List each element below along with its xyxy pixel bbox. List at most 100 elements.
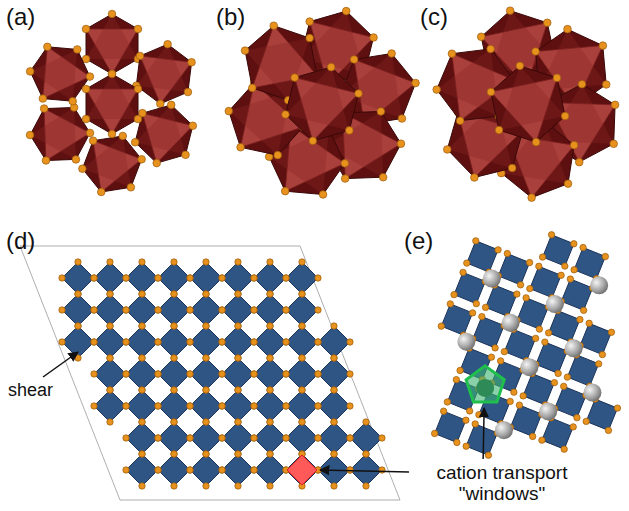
oxygen-atom bbox=[251, 435, 257, 441]
oxygen-atom bbox=[139, 323, 145, 329]
oxygen-atom bbox=[431, 430, 437, 436]
oxygen-atom bbox=[495, 247, 501, 253]
oxygen-atom bbox=[171, 451, 177, 457]
oxygen-atom bbox=[487, 88, 495, 96]
oxygen-atom bbox=[454, 439, 460, 445]
octahedron bbox=[62, 262, 94, 294]
oxygen-atom bbox=[283, 275, 289, 281]
oxygen-atom bbox=[171, 259, 177, 265]
octahedron bbox=[94, 358, 126, 390]
oxygen-atom bbox=[377, 108, 385, 116]
annotation-text: shear bbox=[8, 380, 53, 400]
oxygen-atom bbox=[171, 387, 177, 393]
oxygen-atom bbox=[91, 275, 97, 281]
oxygen-atom bbox=[157, 100, 165, 108]
octahedron bbox=[498, 254, 529, 285]
octahedron bbox=[222, 422, 254, 454]
oxygen-atom bbox=[370, 34, 378, 42]
octahedron bbox=[158, 390, 190, 422]
oxygen-atom bbox=[299, 419, 305, 425]
oxygen-atom bbox=[558, 272, 564, 278]
oxygen-atom bbox=[283, 307, 289, 313]
octahedron bbox=[94, 294, 126, 326]
oxygen-atom bbox=[97, 188, 105, 196]
oxygen-atom bbox=[203, 451, 209, 457]
oxygen-atom bbox=[548, 232, 554, 238]
oxygen-atom bbox=[331, 419, 337, 425]
octahedron bbox=[286, 67, 359, 141]
oxygen-atom bbox=[219, 307, 225, 313]
octahedron bbox=[126, 422, 158, 454]
octahedron bbox=[126, 390, 158, 422]
oxygen-atom bbox=[504, 250, 510, 256]
oxygen-atom bbox=[123, 371, 129, 377]
oxygen-atom bbox=[123, 307, 129, 313]
oxygen-atom bbox=[476, 411, 482, 417]
oxygen-atom bbox=[379, 173, 387, 181]
oxygen-atom bbox=[82, 85, 90, 93]
oxygen-atom bbox=[219, 467, 225, 473]
oxygen-atom bbox=[477, 33, 485, 41]
oxygen-atom bbox=[225, 107, 233, 115]
oxygen-atom bbox=[91, 339, 97, 345]
oxygen-atom bbox=[187, 435, 193, 441]
octahedron bbox=[190, 262, 222, 294]
oxygen-atom bbox=[235, 419, 241, 425]
octahedron bbox=[254, 262, 286, 294]
oxygen-atom bbox=[82, 115, 90, 123]
oxygen-atom bbox=[155, 435, 161, 441]
oxygen-atom bbox=[299, 323, 305, 329]
oxygen-atom bbox=[363, 451, 369, 457]
oxygen-atom bbox=[495, 126, 503, 134]
oxygen-atom bbox=[466, 408, 472, 414]
oxygen-atom bbox=[448, 50, 456, 58]
oxygen-atom bbox=[570, 141, 578, 149]
oxygen-atom bbox=[611, 101, 619, 109]
oxygen-atom bbox=[123, 339, 129, 345]
octahedron bbox=[30, 47, 90, 101]
oxygen-atom bbox=[463, 443, 469, 449]
oxygen-atom bbox=[235, 387, 241, 393]
oxygen-atom bbox=[26, 131, 34, 139]
oxygen-atom bbox=[347, 435, 353, 441]
octahedron bbox=[126, 262, 158, 294]
oxygen-atom bbox=[219, 435, 225, 441]
oxygen-atom bbox=[299, 419, 305, 425]
octahedron bbox=[254, 390, 286, 422]
oxygen-atom bbox=[283, 371, 289, 377]
oxygen-atom bbox=[203, 451, 209, 457]
octahedron bbox=[190, 326, 222, 358]
oxygen-atom bbox=[267, 483, 273, 489]
oxygen-atom bbox=[40, 105, 48, 113]
octahedron-face bbox=[229, 91, 292, 155]
oxygen-atom bbox=[219, 275, 225, 281]
oxygen-atom bbox=[532, 335, 538, 341]
oxygen-atom bbox=[187, 275, 193, 281]
oxygen-atom bbox=[315, 371, 321, 377]
oxygen-atom bbox=[123, 403, 129, 409]
cation-sphere bbox=[520, 358, 538, 376]
oxygen-atom bbox=[134, 25, 142, 33]
oxygen-atom bbox=[123, 275, 129, 281]
oxygen-atom bbox=[283, 403, 289, 409]
octahedron bbox=[94, 390, 126, 422]
oxygen-atom bbox=[235, 451, 241, 457]
oxygen-atom bbox=[69, 97, 77, 105]
cation-sphere bbox=[476, 379, 494, 397]
octahedron-face bbox=[86, 74, 138, 119]
octahedron bbox=[158, 262, 190, 294]
oxygen-atom bbox=[203, 419, 209, 425]
oxygen-atom bbox=[75, 355, 81, 361]
oxygen-atom bbox=[574, 414, 580, 420]
panel-label: (c) bbox=[420, 4, 448, 31]
oxygen-atom bbox=[91, 307, 97, 313]
oxygen-atom bbox=[331, 387, 337, 393]
oxygen-atom bbox=[506, 7, 514, 15]
oxygen-atom bbox=[485, 452, 491, 458]
oxygen-atom bbox=[119, 132, 127, 140]
oxygen-atom bbox=[346, 127, 354, 135]
oxygen-atom bbox=[267, 323, 273, 329]
octahedron bbox=[441, 304, 472, 335]
label-holder: (d) bbox=[6, 228, 35, 255]
oxygen-atom bbox=[155, 467, 161, 473]
